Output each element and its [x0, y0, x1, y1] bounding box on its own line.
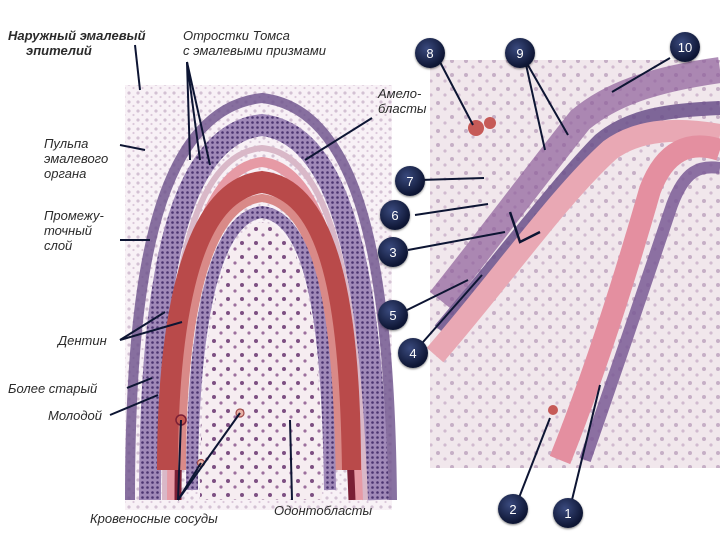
label-blood-vessels: Кровеносные сосуды — [90, 511, 218, 526]
label-outer-enamel-epithelium: Наружный эмалевый эпителий — [8, 28, 146, 58]
label-enamel-organ-pulp: Пульпа эмалевого органа — [44, 136, 109, 181]
label-odontoblasts: Одонтобласты — [274, 503, 373, 518]
dentin-layer — [157, 170, 361, 471]
label-younger: Молодой — [48, 408, 102, 423]
marker-4: 4 — [398, 338, 428, 368]
label-tomes-processes: Отростки Томса с эмалевыми призмами — [183, 28, 326, 58]
odontoblast-layer — [186, 205, 336, 491]
marker-7: 7 — [395, 166, 425, 196]
marker-1: 1 — [553, 498, 583, 528]
label-intermediate-layer: Промежу- точный слой — [44, 208, 104, 253]
marker-9: 9 — [505, 38, 535, 68]
label-dentin: Дентин — [58, 333, 107, 348]
marker-6: 6 — [380, 200, 410, 230]
label-older: Более старый — [8, 381, 98, 396]
label-ameloblasts: Амело- бласты — [378, 86, 427, 116]
marker-5: 5 — [378, 300, 408, 330]
micro-dentin — [549, 135, 720, 465]
marker-2: 2 — [498, 494, 528, 524]
micro-enamel — [426, 119, 720, 363]
marker-10: 10 — [670, 32, 700, 62]
marker-8: 8 — [415, 38, 445, 68]
marker-3: 3 — [378, 237, 408, 267]
